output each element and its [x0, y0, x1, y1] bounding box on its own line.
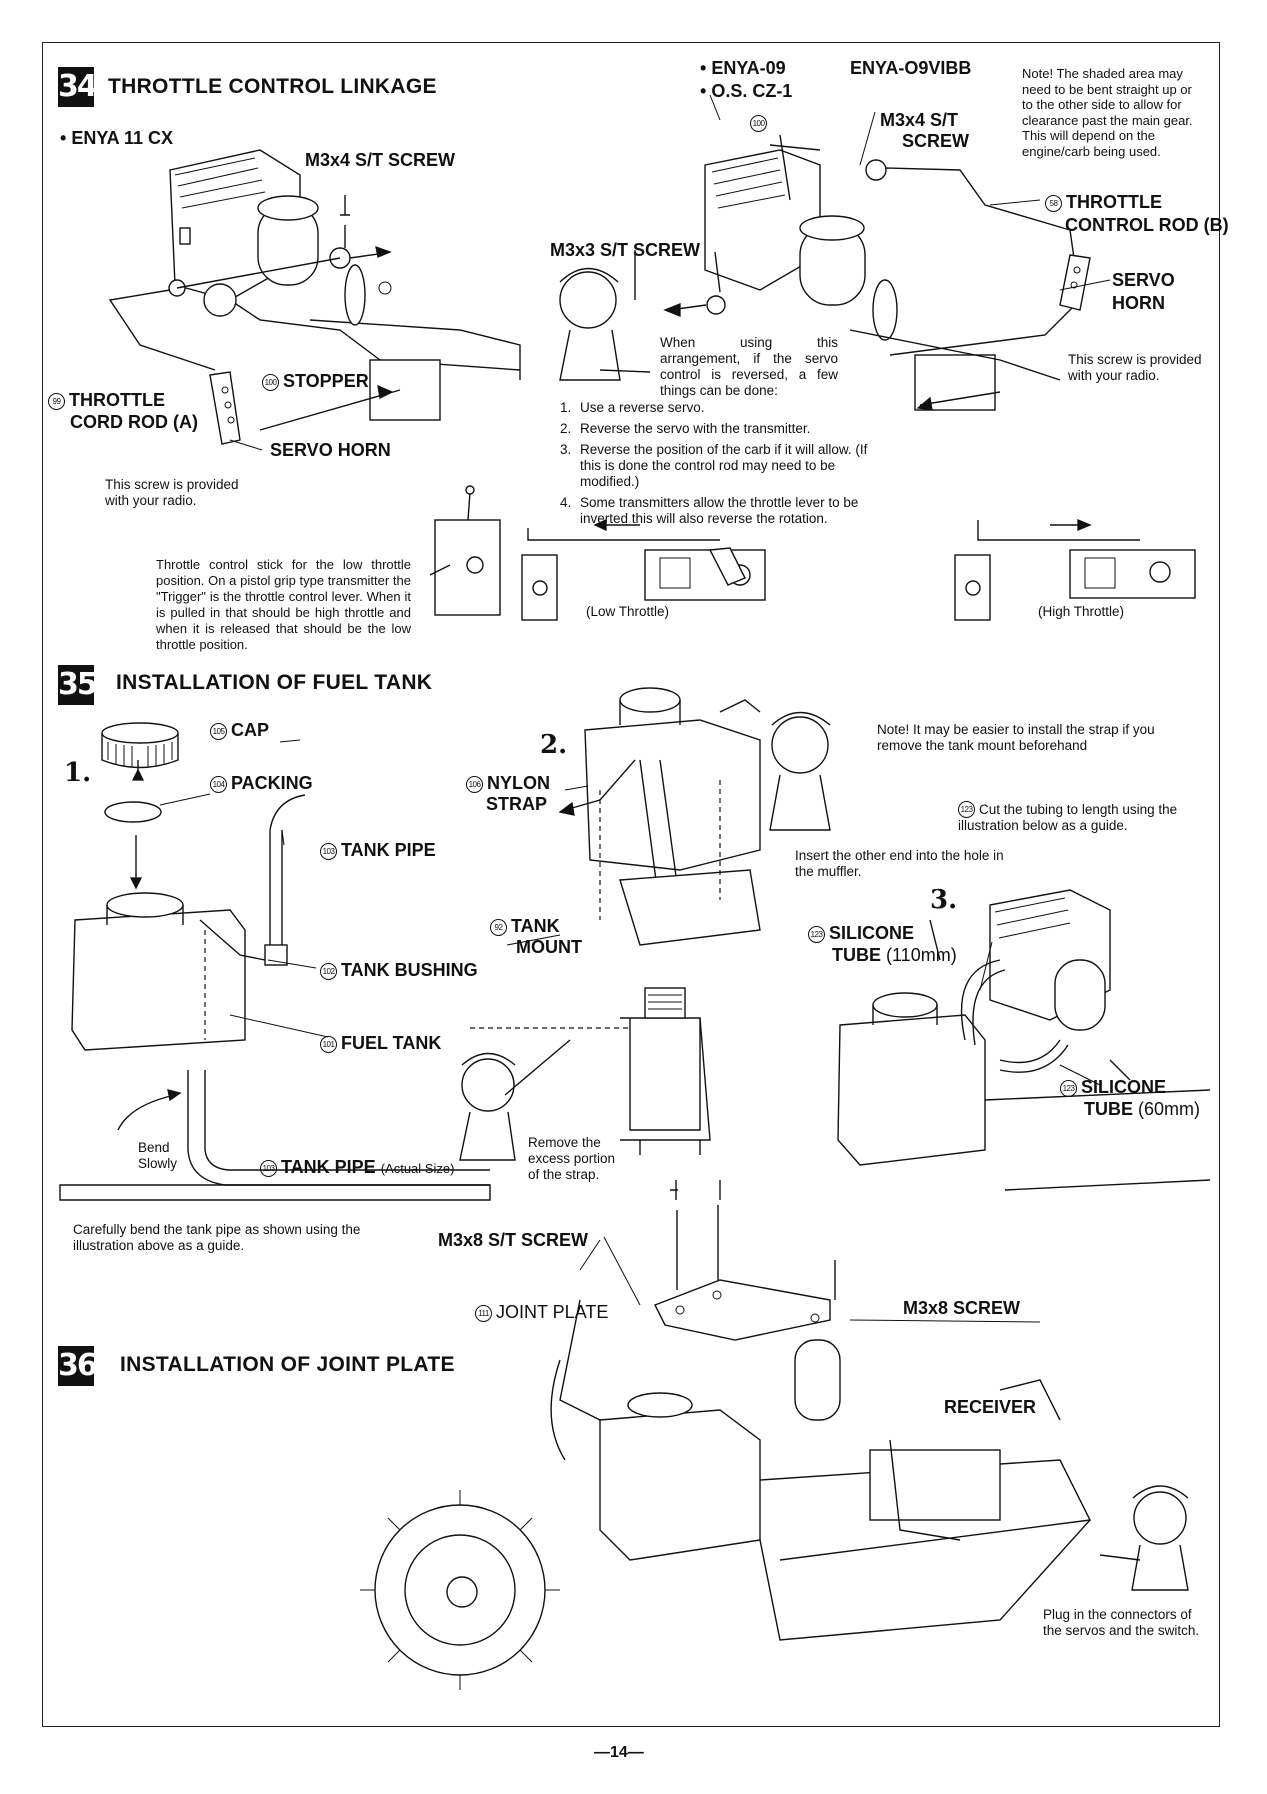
page-frame [42, 42, 1220, 1727]
reverse-step-3: 3.Reverse the position of the carb if it… [560, 442, 868, 489]
label-slowly: Slowly [138, 1156, 178, 1171]
label-silicone-tube-110-2: TUBE (110mm) [832, 945, 957, 965]
strap-trim-illustration [470, 987, 711, 1155]
label-tank-mount-2: MOUNT [516, 937, 582, 957]
label-m3x3-st-screw: M3x3 S/T SCREW [550, 240, 701, 260]
engine-enya-09-illustration [634, 134, 1091, 411]
note-plug-connectors: Plug in the connectors of the servos and… [1043, 1607, 1200, 1638]
reverse-step-2: 2.Reverse the servo with the transmitter… [560, 421, 811, 436]
substep-1: 1. [64, 758, 92, 788]
label-m3x8-st-screw: M3x8 S/T SCREW [438, 1230, 589, 1250]
step-title-joint-plate: INSTALLATION OF JOINT PLATE [120, 1353, 455, 1376]
note-remove-excess-strap: Remove the excess portion of the strap. [528, 1135, 616, 1182]
label-throttle-rod-b-2: CONTROL ROD (B) [1065, 215, 1229, 235]
chassis-joint-plate-illustration [360, 1180, 1092, 1690]
label-servo-horn-right-2: HORN [1112, 293, 1165, 313]
label-m3x4-st-screw-right-1: M3x4 S/T [880, 110, 959, 130]
engine-label-enya-09vibb: ENYA-O9VIBB [850, 58, 972, 78]
note-reverse-arrangement: When using this arrangement, if the serv… [660, 335, 838, 398]
step-number-36: 36 [58, 1346, 98, 1386]
note-shaded-area: Note! The shaded area may need to be ben… [1022, 66, 1193, 159]
page-number: —14— [594, 1744, 644, 1761]
label-m3x4-st-screw-left: M3x4 S/T SCREW [305, 150, 456, 170]
step-title-throttle-linkage: THROTTLE CONTROL LINKAGE [108, 75, 437, 98]
label-bend: Bend [138, 1140, 170, 1155]
substep-2: 2. [540, 730, 568, 760]
note-screw-provided-right: This screw is provided with your radio. [1068, 352, 1202, 383]
substep-3: 3. [930, 885, 958, 915]
reverse-step-1: 1.Use a reverse servo. [560, 400, 705, 415]
step-number-35: 35 [58, 665, 98, 705]
silicone-tube-installation-illustration [837, 889, 1211, 1191]
mascot-illustrations [459, 267, 1189, 1591]
label-m3x8-screw: M3x8 SCREW [903, 1298, 1021, 1318]
part-number-100-right: 100 [750, 115, 771, 132]
note-insert-muffler: Insert the other end into the hole in th… [795, 848, 1004, 879]
reverse-steps-list: 1.Use a reverse servo. 2.Reverse the ser… [560, 400, 890, 527]
engine-label-os-cz1: • O.S. CZ-1 [700, 81, 793, 101]
engine-enya-11cx-illustration [108, 149, 521, 445]
note-screw-provided-left: This screw is provided with your radio. [105, 477, 239, 508]
note-throttle-stick: Throttle control stick for the low throt… [156, 557, 411, 652]
throttle-position-diagrams [429, 485, 1196, 621]
label-high-throttle: (High Throttle) [1038, 604, 1125, 619]
engine-label-enya-11cx: • ENYA 11 CX [60, 128, 174, 148]
tank-mount-strap-illustration [558, 687, 761, 946]
note-bend-pipe: Carefully bend the tank pipe as shown us… [73, 1222, 361, 1253]
reverse-step-4: 4.Some transmitters allow the throttle l… [560, 495, 859, 526]
label-low-throttle: (Low Throttle) [586, 604, 670, 619]
label-servo-horn-right-1: SERVO [1112, 270, 1175, 290]
label-receiver: RECEIVER [944, 1397, 1037, 1417]
engine-label-enya-09: • ENYA-09 [700, 58, 786, 78]
tank-pipe-actual-size [59, 1070, 491, 1201]
note-strap-install: Note! It may be easier to install the st… [877, 722, 1155, 753]
step-number-34: 34 [58, 67, 98, 107]
fuel-tank-exploded-illustration [71, 722, 306, 1051]
step-title-fuel-tank: INSTALLATION OF FUEL TANK [116, 671, 433, 694]
label-throttle-rod-a-2: CORD ROD (A) [70, 412, 198, 432]
label-servo-horn-left: SERVO HORN [270, 440, 391, 460]
label-silicone-tube-60-2: TUBE (60mm) [1084, 1099, 1201, 1119]
label-m3x4-st-screw-right-2: SCREW [902, 131, 969, 151]
label-nylon-strap-2: STRAP [486, 794, 548, 814]
leader-lines [159, 94, 1111, 1323]
